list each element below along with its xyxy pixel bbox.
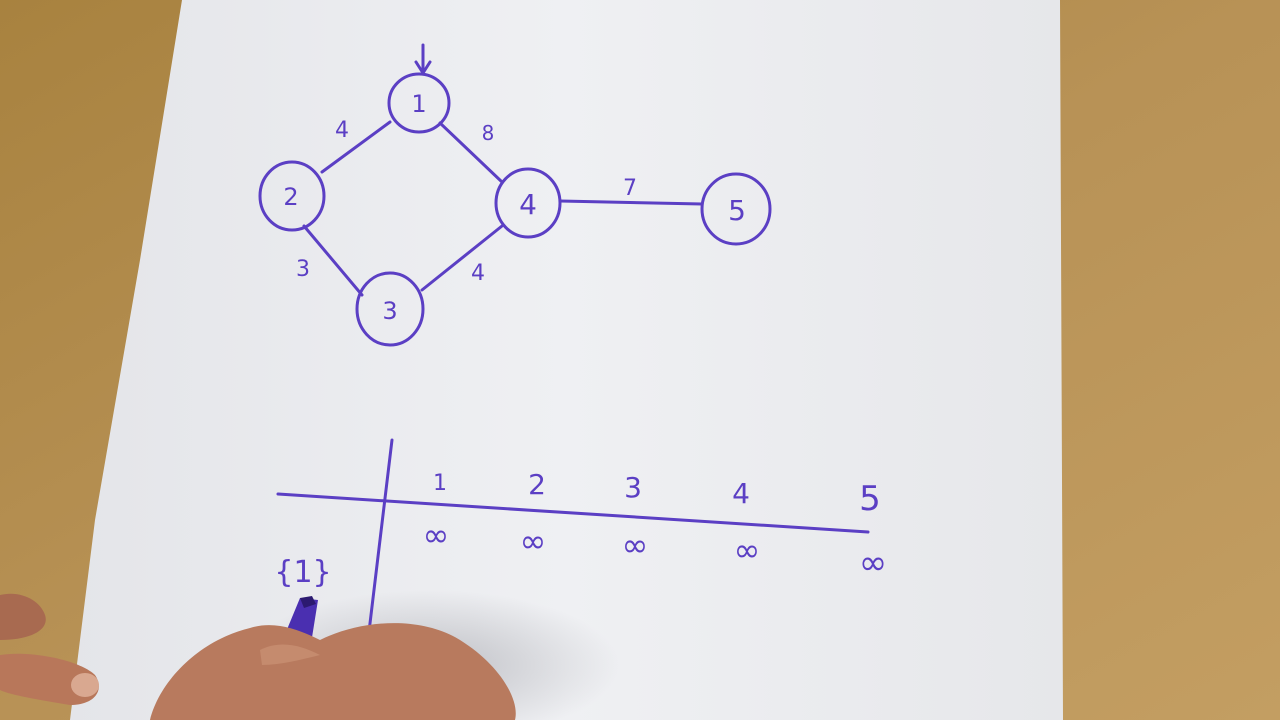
node-5-label: 5 <box>728 194 746 227</box>
table-value-4: ∞ <box>734 531 761 569</box>
edge-weight-3-4: 4 <box>471 261 485 286</box>
table-header-4: 4 <box>732 477 750 510</box>
table-vertical-rule <box>366 438 394 642</box>
node-1-circle <box>387 72 451 134</box>
table-value-5: ∞ <box>859 543 887 583</box>
distance-table <box>276 438 870 642</box>
edge-weight-4-5: 7 <box>623 176 637 201</box>
edge-1-4 <box>438 121 504 184</box>
node-3-label: 3 <box>382 297 397 325</box>
table-value-2: ∞ <box>520 522 547 560</box>
table-horizontal-rule <box>276 492 870 534</box>
node-3-circle <box>355 271 425 347</box>
edge-3-4 <box>420 224 504 292</box>
edge-1-2 <box>320 120 392 174</box>
node-1-label: 1 <box>411 90 426 118</box>
edge-2-3 <box>302 224 364 297</box>
table-header-2: 2 <box>528 468 546 501</box>
writing-hand <box>150 623 516 720</box>
edge-weight-1-4: 8 <box>482 121 495 145</box>
paper-sheet <box>70 0 1063 720</box>
table-value-1: ∞ <box>423 516 450 554</box>
node-4-label: 4 <box>519 188 537 221</box>
table-header-3: 3 <box>624 471 642 504</box>
node-4-circle <box>494 167 562 239</box>
edge-weight-2-3: 3 <box>296 257 310 282</box>
edge-4-5 <box>558 199 704 206</box>
table-value-3: ∞ <box>622 526 649 564</box>
edge-weight-1-2: 4 <box>335 118 349 143</box>
node-2-circle <box>258 160 326 232</box>
node-2-label: 2 <box>283 183 298 211</box>
graph-diagram <box>258 43 772 347</box>
table-row-set: {1} <box>274 555 331 590</box>
node-5-circle <box>700 172 772 246</box>
table-header-5: 5 <box>859 479 881 519</box>
left-fingers <box>0 593 46 640</box>
hand-with-pen <box>0 593 516 720</box>
table-header-1: 1 <box>433 471 447 496</box>
